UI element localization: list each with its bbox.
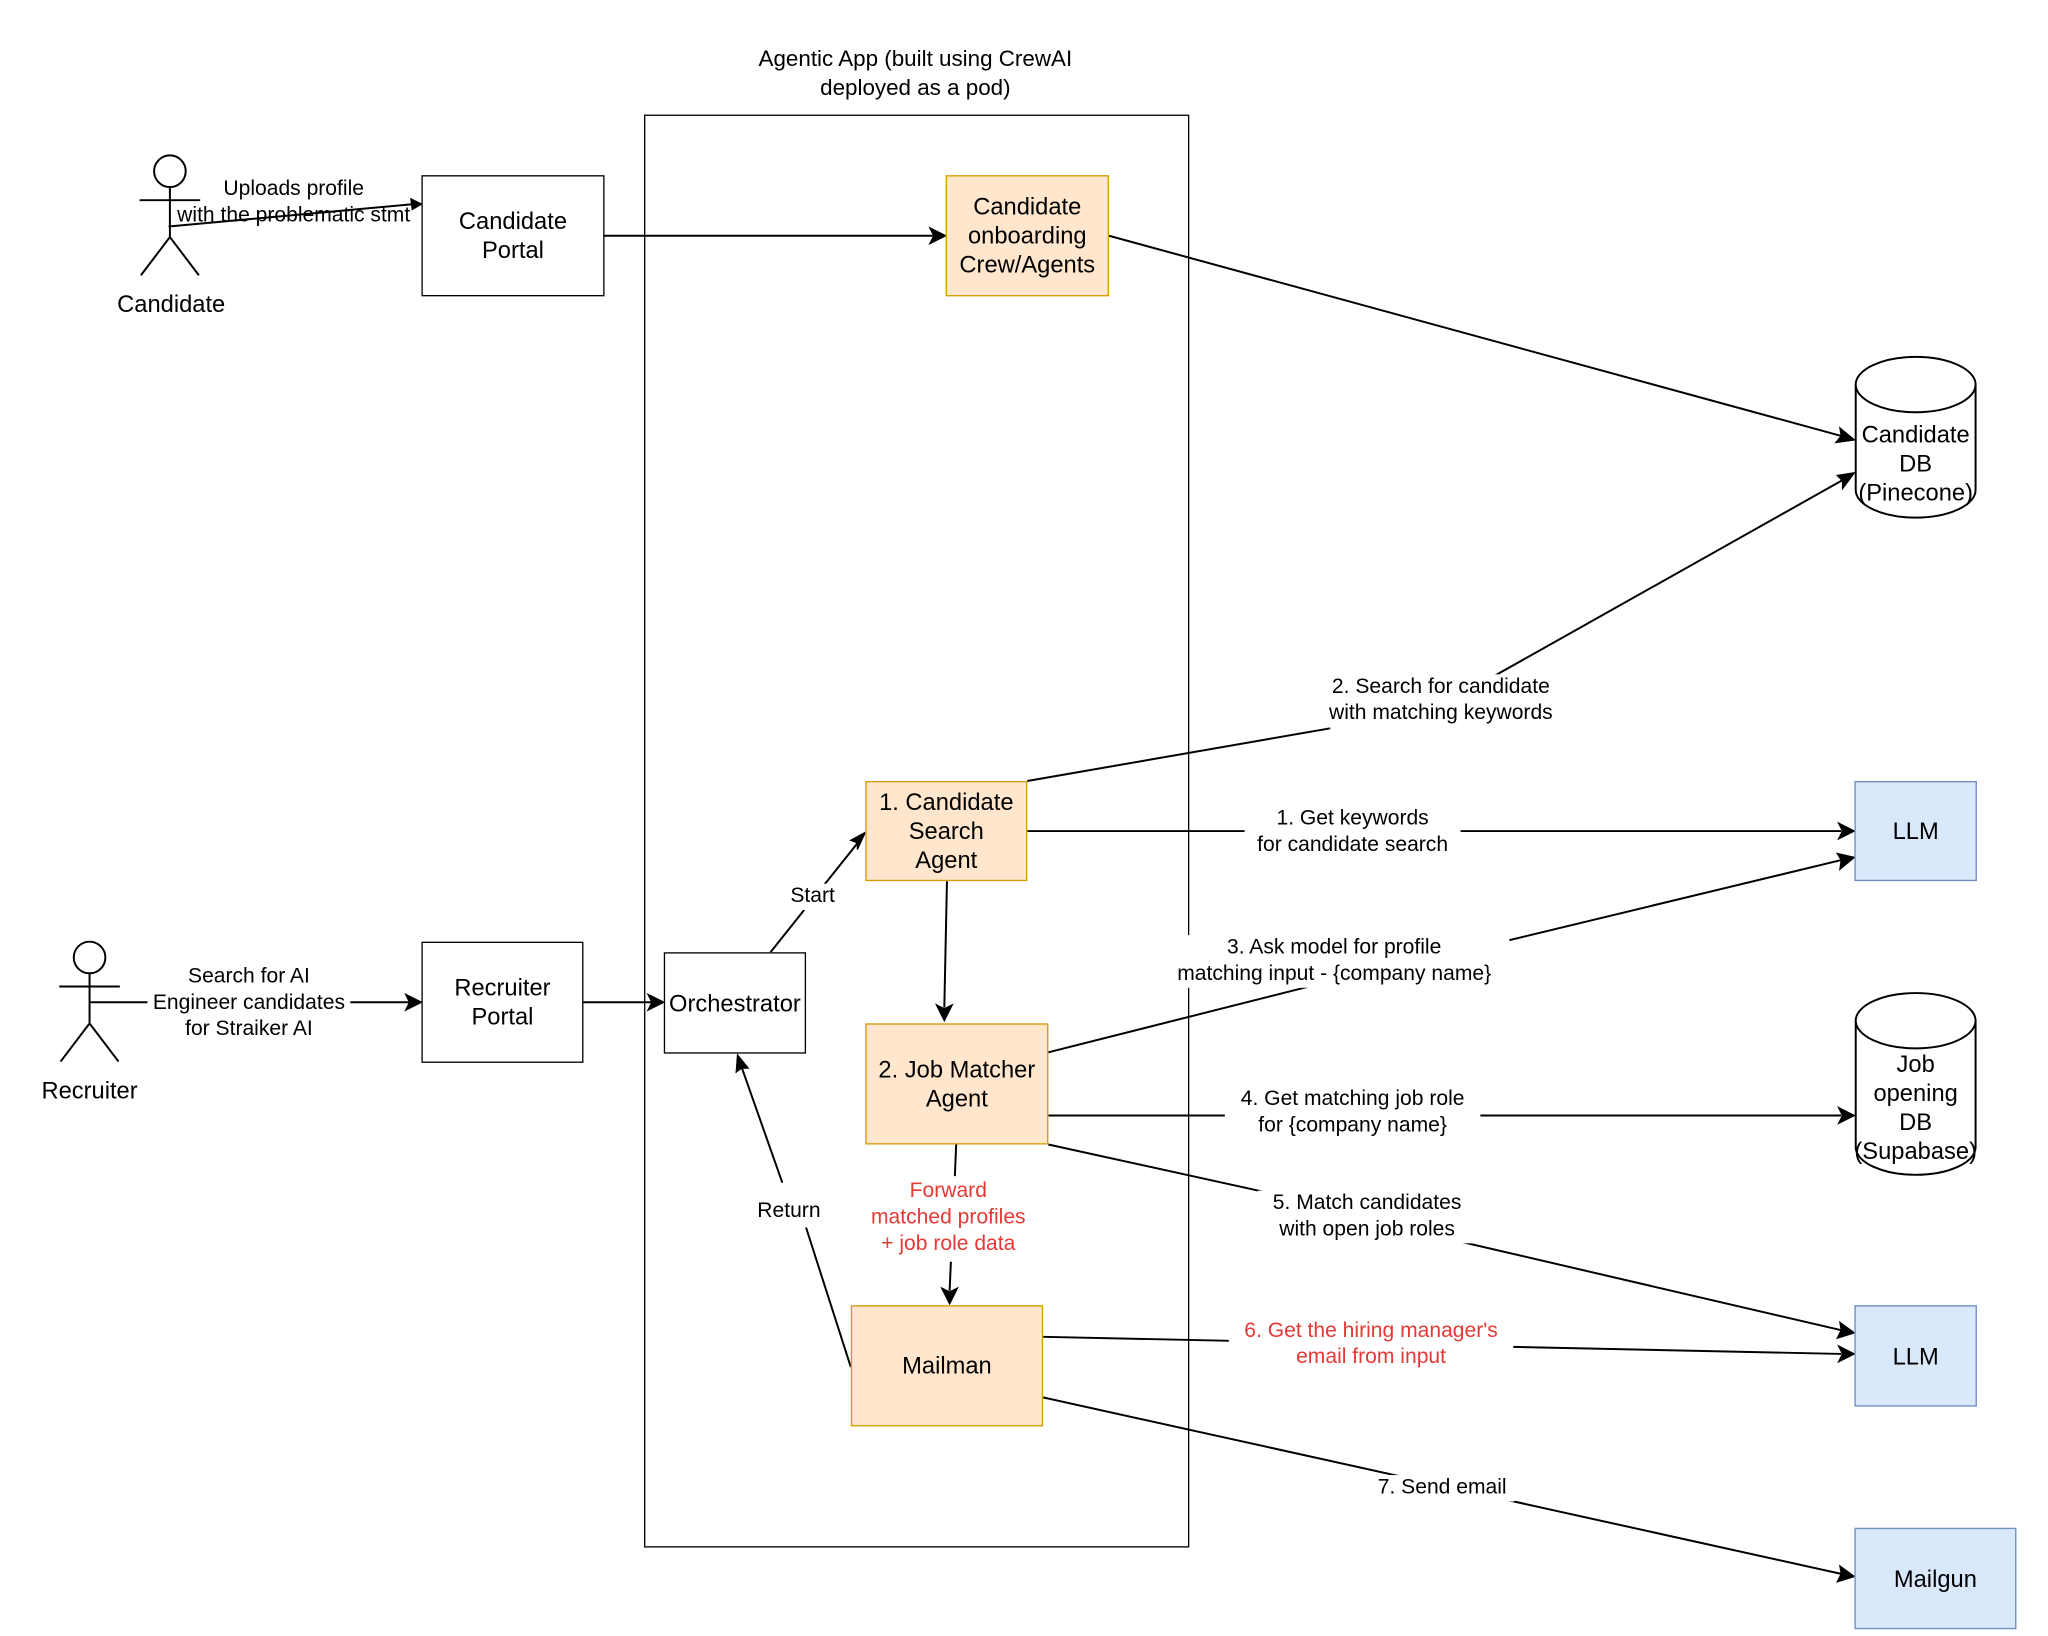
candidate-actor-label: Candidate — [117, 291, 226, 318]
arrowhead — [934, 1003, 954, 1023]
label-step1: 1. Get keywords for candidate search — [1244, 806, 1461, 859]
arrowhead — [410, 197, 423, 211]
arrowhead — [849, 830, 867, 850]
edge-step5 — [1048, 1143, 1842, 1332]
candidate-onboarding-node[interactable]: Candidate onboarding Crew/Agents — [945, 175, 1109, 297]
label-step4: 4. Get matching job role for {company na… — [1224, 1086, 1481, 1140]
llm-bottom-node[interactable]: LLM — [1854, 1305, 1977, 1407]
arrowhead — [1835, 852, 1856, 871]
job-opening-db-node[interactable]: Job opening DB (Supabase) — [1854, 992, 1977, 1176]
candidate-portal-node[interactable]: Candidate Portal — [421, 175, 605, 297]
label-step2: 2. Search for candidate with matching ke… — [1314, 674, 1568, 728]
recruiter-portal-node[interactable]: Recruiter Portal — [421, 941, 584, 1063]
cylinder-icon — [1854, 355, 1977, 519]
arrowhead — [1836, 1564, 1856, 1583]
label-forward: Forward matched profiles + job role data — [856, 1178, 1041, 1258]
mailman-node[interactable]: Mailman — [850, 1305, 1044, 1427]
arrowhead — [1837, 1106, 1856, 1125]
arrowhead — [1835, 471, 1856, 491]
edge-step3 — [1048, 859, 1842, 1054]
recruiter-actor-label: Recruiter — [41, 1077, 138, 1104]
label-upload-profile: Uploads profile with the problematic stm… — [177, 177, 411, 227]
container-title: Agentic App (built using CrewAI deployed… — [758, 46, 1073, 101]
edge-step2 — [1027, 478, 1845, 782]
cylinder-icon — [1854, 992, 1977, 1176]
candidate-db-label: Candidate DB (Pinecone) — [1858, 421, 1973, 506]
edge-forward — [948, 1144, 958, 1291]
arrowhead — [940, 1286, 959, 1306]
arrowhead — [404, 992, 423, 1012]
label-search-ai: Search for AI Engineer candidates for St… — [147, 964, 351, 1044]
candidate-search-agent-node[interactable]: 1. Candidate Search Agent — [865, 781, 1028, 882]
candidate-db-node[interactable]: Candidate DB (Pinecone) — [1854, 355, 1977, 519]
agentic-app-container — [644, 114, 1190, 1548]
label-start: Start — [781, 883, 845, 911]
label-step6: 6. Get the hiring manager's email from i… — [1228, 1318, 1514, 1372]
edge-search-to-matcher — [943, 881, 948, 1008]
arrowhead — [735, 1053, 750, 1074]
llm-top-node[interactable]: LLM — [1854, 781, 1977, 882]
arrowhead — [1834, 426, 1856, 444]
arrowhead — [1837, 1344, 1856, 1364]
label-step3: 3. Ask model for profile matching input … — [1159, 935, 1510, 988]
candidate-actor-icon — [139, 154, 201, 276]
orchestrator-node[interactable]: Orchestrator — [663, 952, 807, 1054]
recruiter-actor-icon — [59, 940, 120, 1063]
edge-onboarding-to-candidate-db — [1108, 234, 1842, 437]
job-matcher-agent-node[interactable]: 2. Job Matcher Agent — [865, 1023, 1049, 1145]
arrowhead — [1836, 1320, 1856, 1340]
arrowhead — [1837, 821, 1856, 841]
label-step5: 5. Match candidates with open job roles — [1257, 1190, 1477, 1244]
arrowhead — [928, 226, 948, 246]
label-return: Return — [748, 1198, 830, 1225]
label-step7: 7. Send email — [1369, 1475, 1515, 1502]
edge-return — [740, 1066, 852, 1368]
edge-upload-profile — [168, 203, 414, 228]
job-opening-db-label: Job opening DB (Supabase) — [1854, 1051, 1977, 1165]
mailgun-node[interactable]: Mailgun — [1854, 1527, 2017, 1630]
arrowhead — [646, 992, 666, 1012]
